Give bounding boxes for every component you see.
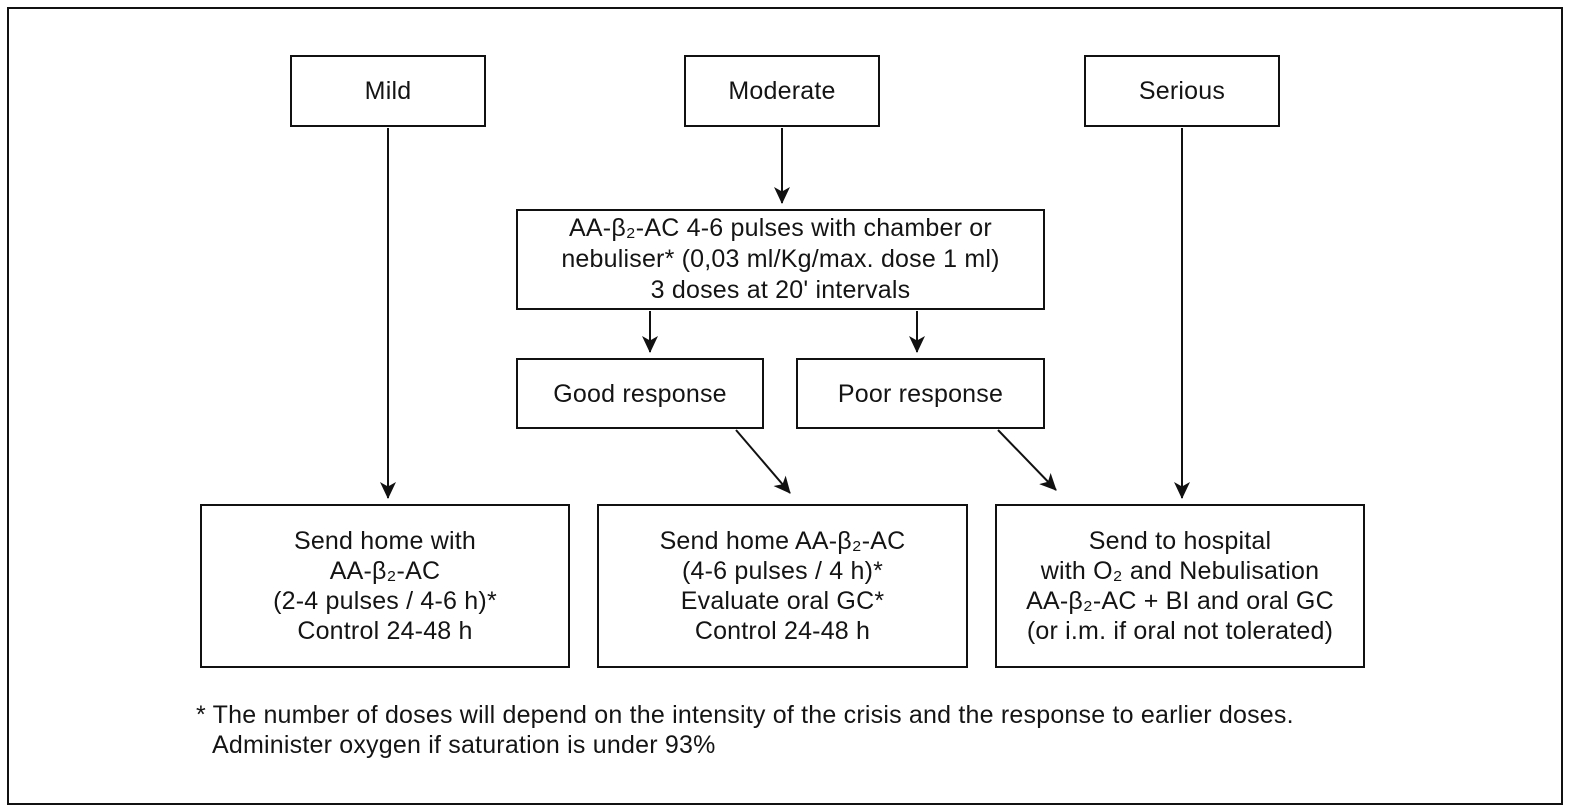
node-line: Send home AA-β₂-AC (659, 527, 906, 555)
node-severity-serious: Serious (1084, 55, 1280, 127)
footnote-line-1: * The number of doses will depend on the… (196, 701, 1294, 729)
node-line: AA-β₂-AC + BI and oral GC (1026, 587, 1334, 615)
node-send-home-moderate: Send home AA-β₂-AC (4-6 pulses / 4 h)* E… (597, 504, 968, 668)
node-label: Moderate (728, 77, 836, 105)
node-line: (2-4 pulses / 4-6 h)* (273, 587, 497, 615)
node-label: Poor response (837, 379, 1004, 408)
node-severity-moderate: Moderate (684, 55, 880, 127)
node-good-response: Good response (516, 358, 764, 429)
node-line: 3 doses at 20' intervals (650, 276, 911, 304)
node-line: AA-β₂-AC 4-6 pulses with chamber or (569, 214, 992, 242)
node-label: Good response (553, 379, 727, 408)
node-line: with O₂ and Nebulisation (1040, 557, 1320, 585)
footnote: * The number of doses will depend on the… (196, 700, 1294, 760)
node-send-to-hospital: Send to hospital with O₂ and Nebulisatio… (995, 504, 1365, 668)
node-poor-response: Poor response (796, 358, 1045, 429)
node-line: Send to hospital (1088, 527, 1272, 555)
node-label: Mild (364, 77, 412, 105)
node-line: Send home with (293, 527, 477, 555)
node-line: Control 24-48 h (297, 617, 473, 645)
node-line: (4-6 pulses / 4 h)* (681, 557, 884, 585)
footnote-line-2: Administer oxygen if saturation is under… (212, 731, 716, 759)
node-severity-mild: Mild (290, 55, 486, 127)
node-label: Serious (1138, 77, 1226, 105)
node-line: AA-β₂-AC (329, 557, 441, 585)
node-send-home-mild: Send home with AA-β₂-AC (2-4 pulses / 4-… (200, 504, 570, 668)
node-line: Control 24-48 h (694, 617, 871, 645)
diagram-outer-border (7, 7, 1563, 805)
node-line: Evaluate oral GC* (680, 587, 885, 615)
node-moderate-treatment: AA-β₂-AC 4-6 pulses with chamber or nebu… (516, 209, 1045, 310)
node-line: nebuliser* (0,03 ml/Kg/max. dose 1 ml) (561, 245, 1000, 273)
node-line: (or i.m. if oral not tolerated) (1026, 617, 1334, 645)
